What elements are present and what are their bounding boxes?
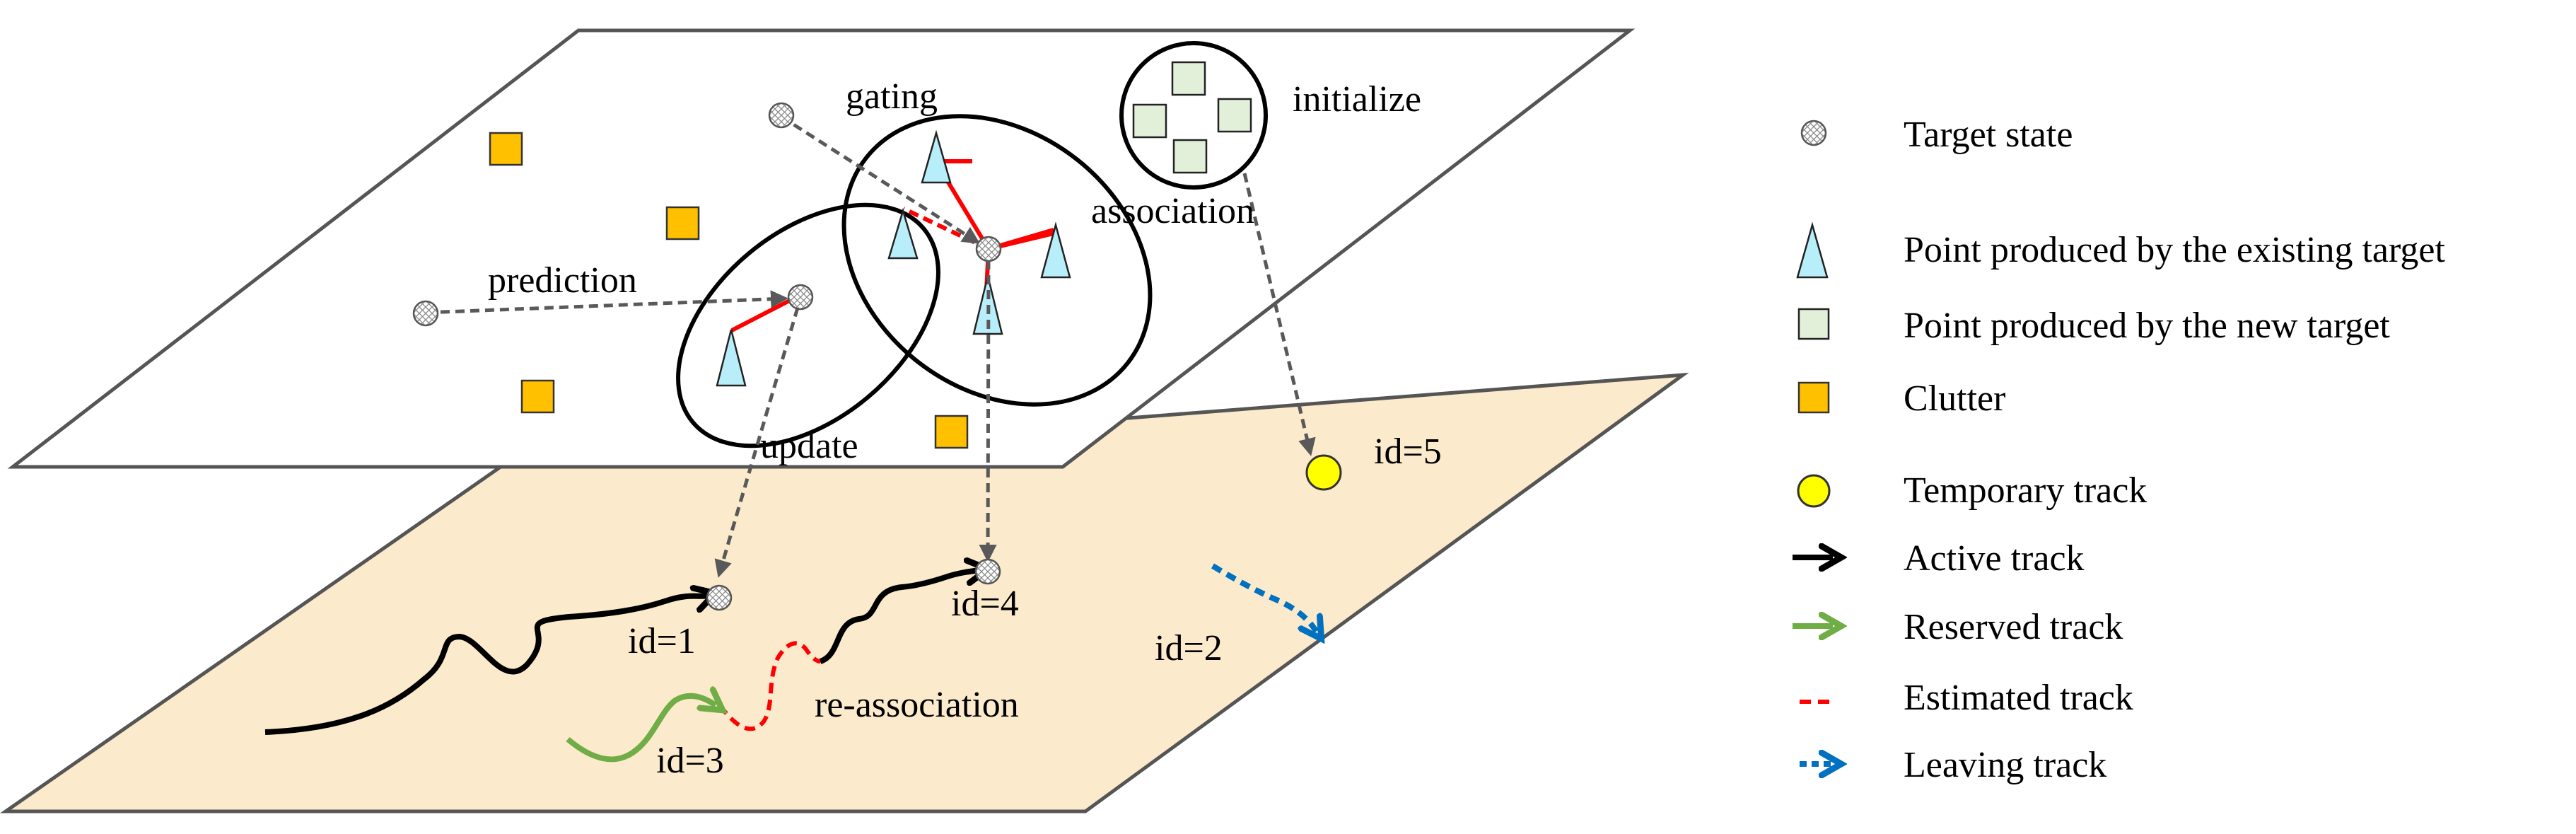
new-target-point [1171, 61, 1206, 96]
clutter-square-icon [1797, 381, 1830, 414]
legend: Target state Point produced by the exist… [1793, 115, 2445, 785]
yellow-circle-icon [1797, 474, 1831, 508]
target-state-icon [1800, 120, 1827, 146]
clutter-point [934, 415, 969, 449]
prediction-arrow [425, 290, 788, 315]
target-state-icon [412, 300, 439, 327]
target-state-icon [974, 558, 1001, 585]
existing-target-point [887, 207, 919, 260]
label-initialize: initialize [1293, 79, 1421, 120]
new-target-point [1217, 98, 1252, 133]
update-arrow-id1 [714, 307, 800, 578]
label-id1: id=1 [628, 621, 696, 661]
label-id5: id=5 [1374, 432, 1442, 472]
target-state-icon [975, 236, 1002, 262]
legend-label: Target state [1904, 115, 2073, 155]
new-target-point [1132, 103, 1167, 139]
label-id3: id=3 [656, 741, 724, 781]
legend-label: Active track [1904, 538, 2085, 579]
label-association: association [1091, 191, 1254, 231]
initialize-circle [1119, 41, 1268, 190]
existing-target-point [1040, 221, 1071, 279]
triangle-icon [1796, 221, 1829, 279]
upper-plane [7, 28, 1636, 469]
legend-label: Leaving track [1904, 745, 2106, 785]
clutter-point [520, 379, 555, 414]
legend-label: Estimated track [1904, 678, 2133, 718]
label-update: update [760, 426, 858, 466]
active-track-id4 [819, 570, 979, 664]
label-prediction: prediction [488, 260, 637, 301]
legend-label: Point produced by the new target [1904, 306, 2390, 346]
square-icon [1797, 308, 1830, 340]
update-arrow-id4 [979, 260, 997, 562]
new-target-point [1172, 139, 1208, 174]
legend-label: Temporary track [1904, 470, 2147, 511]
temporary-track-point [1305, 454, 1342, 491]
active-track-id1 [264, 596, 707, 735]
label-id4: id=4 [951, 584, 1019, 624]
estimated-track [718, 641, 821, 731]
legend-label: Reserved track [1904, 607, 2123, 647]
clutter-point [665, 206, 700, 241]
reserved-track-id3 [566, 696, 716, 763]
initialize-arrow [1242, 173, 1316, 456]
existing-target-point [921, 129, 952, 184]
leaving-track-id2 [1211, 563, 1317, 632]
legend-label: Point produced by the existing target [1904, 230, 2445, 270]
legend-label: Clutter [1904, 378, 2005, 419]
label-re-association: re-association [815, 685, 1019, 725]
gating-ellipse-right [841, 114, 1153, 407]
label-id2: id=2 [1155, 628, 1223, 668]
clutter-point [489, 132, 523, 166]
label-gating: gating [846, 76, 938, 117]
target-state-icon [768, 102, 795, 129]
gating-arrow [780, 115, 981, 244]
gating-ellipse-left [676, 202, 940, 448]
target-state-icon [787, 284, 814, 311]
existing-target-point [716, 329, 747, 387]
lower-plane [0, 372, 1689, 813]
target-state-icon [706, 584, 733, 611]
